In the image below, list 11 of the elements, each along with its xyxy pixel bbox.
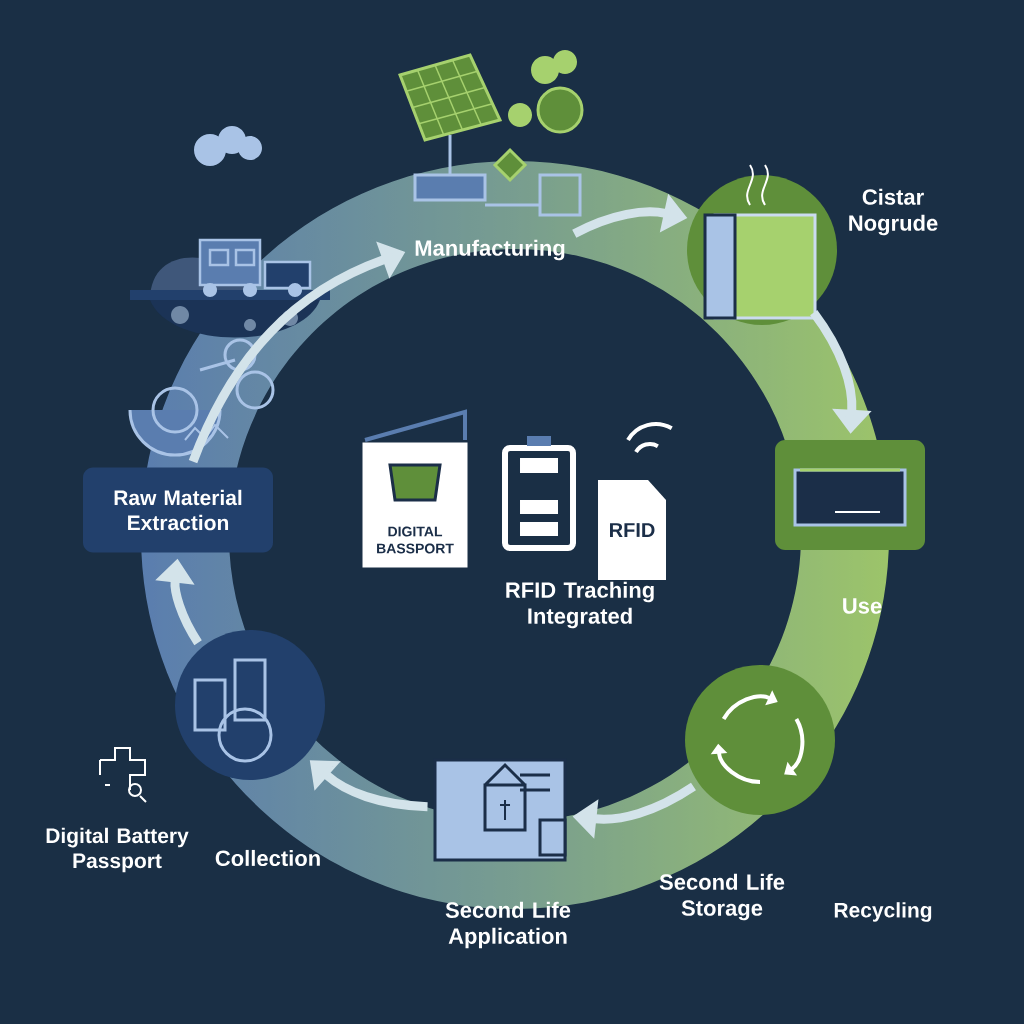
node-label: Use bbox=[843, 598, 882, 614]
node-label: Cistar Nogrude bbox=[849, 188, 938, 236]
stage-box: Use bbox=[775, 440, 925, 614]
rfid-tag: RFID bbox=[598, 480, 666, 580]
passport-card: DIGITAL BASSPORT bbox=[362, 442, 468, 568]
node-label: Collection bbox=[215, 849, 320, 867]
stage-box: Raw Material Extraction bbox=[83, 467, 273, 553]
caption-text: RFID Traching Integrated bbox=[506, 581, 654, 629]
caption-text: Digital Battery Passport bbox=[46, 827, 189, 873]
caption-text: Recycling bbox=[834, 902, 932, 922]
node-label: Second Life Storage bbox=[659, 873, 785, 921]
